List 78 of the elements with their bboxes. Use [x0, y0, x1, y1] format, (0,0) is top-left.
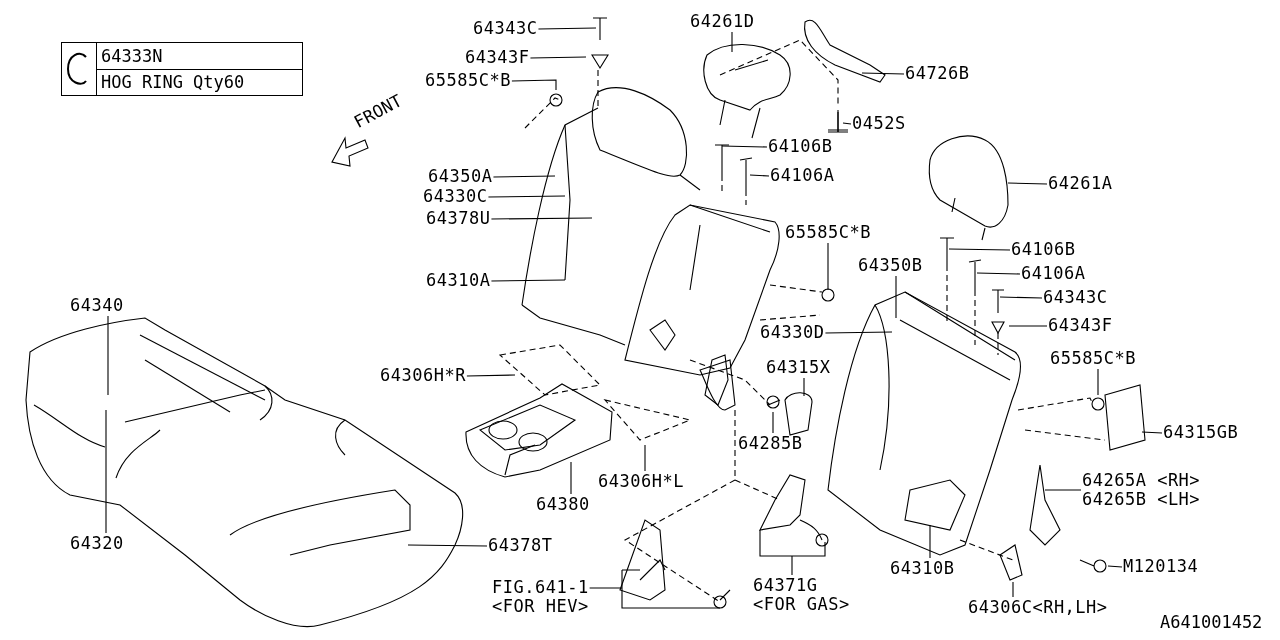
part-number: 64378U	[426, 209, 491, 228]
part-number: 64261A	[1048, 174, 1113, 193]
part-description: HOG RING Qty60	[101, 72, 245, 92]
part-number: 64306H*R	[380, 366, 466, 385]
leader-line	[1012, 581, 1014, 598]
part-number: 65585C*B	[425, 71, 511, 90]
leader-line	[487, 195, 566, 198]
leader-line	[1107, 565, 1123, 568]
leader-line	[999, 296, 1043, 299]
leader-line	[644, 444, 646, 472]
part-number: 64330C	[423, 187, 488, 206]
leader-line	[1044, 489, 1082, 491]
part-number: 64343C	[1043, 288, 1108, 307]
leader-line	[749, 174, 770, 177]
leader-line	[107, 315, 109, 396]
leader-line	[895, 275, 897, 319]
leader-line	[929, 524, 931, 559]
leader-line	[976, 272, 1021, 275]
leader-line	[1141, 431, 1163, 434]
part-number: 64350B	[858, 256, 923, 275]
leader-line	[824, 331, 893, 334]
leader-line	[466, 374, 516, 377]
note: <FOR GAS>	[753, 595, 850, 614]
part-number: 64306H*L	[598, 472, 684, 491]
part-number: 64265B <LH>	[1082, 490, 1201, 509]
part-number: 64315X	[766, 358, 831, 377]
part-number: 64371G	[753, 576, 819, 595]
part-number: 64315GB	[1163, 423, 1239, 442]
leader-line	[1097, 368, 1099, 396]
leader-line	[861, 72, 905, 75]
leader-line	[948, 248, 1011, 251]
diagram-number: A641001452	[1160, 612, 1263, 632]
part-number: 64350A	[428, 167, 493, 186]
leader-line	[772, 411, 774, 434]
leader-line	[842, 122, 852, 125]
part-number: 64306C<RH,LH>	[968, 598, 1108, 617]
leader-line	[537, 27, 597, 30]
leader-line	[731, 31, 733, 53]
part-number: 64343C	[473, 19, 538, 38]
part-number: 64726B	[905, 64, 970, 83]
part-number: 64106A	[1021, 264, 1086, 283]
part-number: 65585C*B	[1050, 349, 1136, 368]
note: <FOR HEV>	[492, 597, 589, 616]
part-number: 64310A	[426, 271, 491, 290]
leader-line	[803, 377, 805, 397]
part-number: M120134	[1123, 557, 1199, 576]
leader-line	[490, 279, 566, 282]
figure-reference: FIG.641-1	[492, 578, 589, 597]
part-number: 0452S	[852, 114, 906, 133]
leader-line	[570, 461, 572, 495]
leader-line	[105, 409, 107, 534]
part-number: 64285B	[738, 434, 803, 453]
leader-line	[721, 145, 768, 148]
leader-line	[407, 544, 488, 547]
part-number: 64380	[536, 495, 590, 514]
part-number: 64106B	[1011, 240, 1076, 259]
leader-line	[529, 56, 587, 59]
leader-line	[492, 175, 556, 178]
part-number: 65585C*B	[785, 223, 871, 242]
part-number: 64340	[70, 296, 124, 315]
part-number: 64343F	[465, 48, 530, 67]
leader-line	[1008, 325, 1048, 327]
part-number: 64310B	[890, 559, 955, 578]
part-number: 64343F	[1048, 316, 1113, 335]
part-number: 64261D	[690, 12, 755, 31]
leader-line	[827, 242, 829, 291]
leader-line	[791, 555, 793, 576]
part-number: 64378T	[488, 536, 553, 555]
leader-line	[589, 587, 623, 589]
leader-line	[511, 79, 557, 91]
leader-line	[1007, 182, 1048, 185]
part-number: 64106A	[770, 166, 835, 185]
part-number: 64106B	[768, 137, 833, 156]
part-number: 64330D	[760, 323, 825, 342]
part-number: 64265A <RH>	[1082, 471, 1201, 490]
leader-line	[490, 217, 593, 220]
part-number: 64320	[70, 534, 124, 553]
part-number: 64333N	[101, 46, 163, 66]
